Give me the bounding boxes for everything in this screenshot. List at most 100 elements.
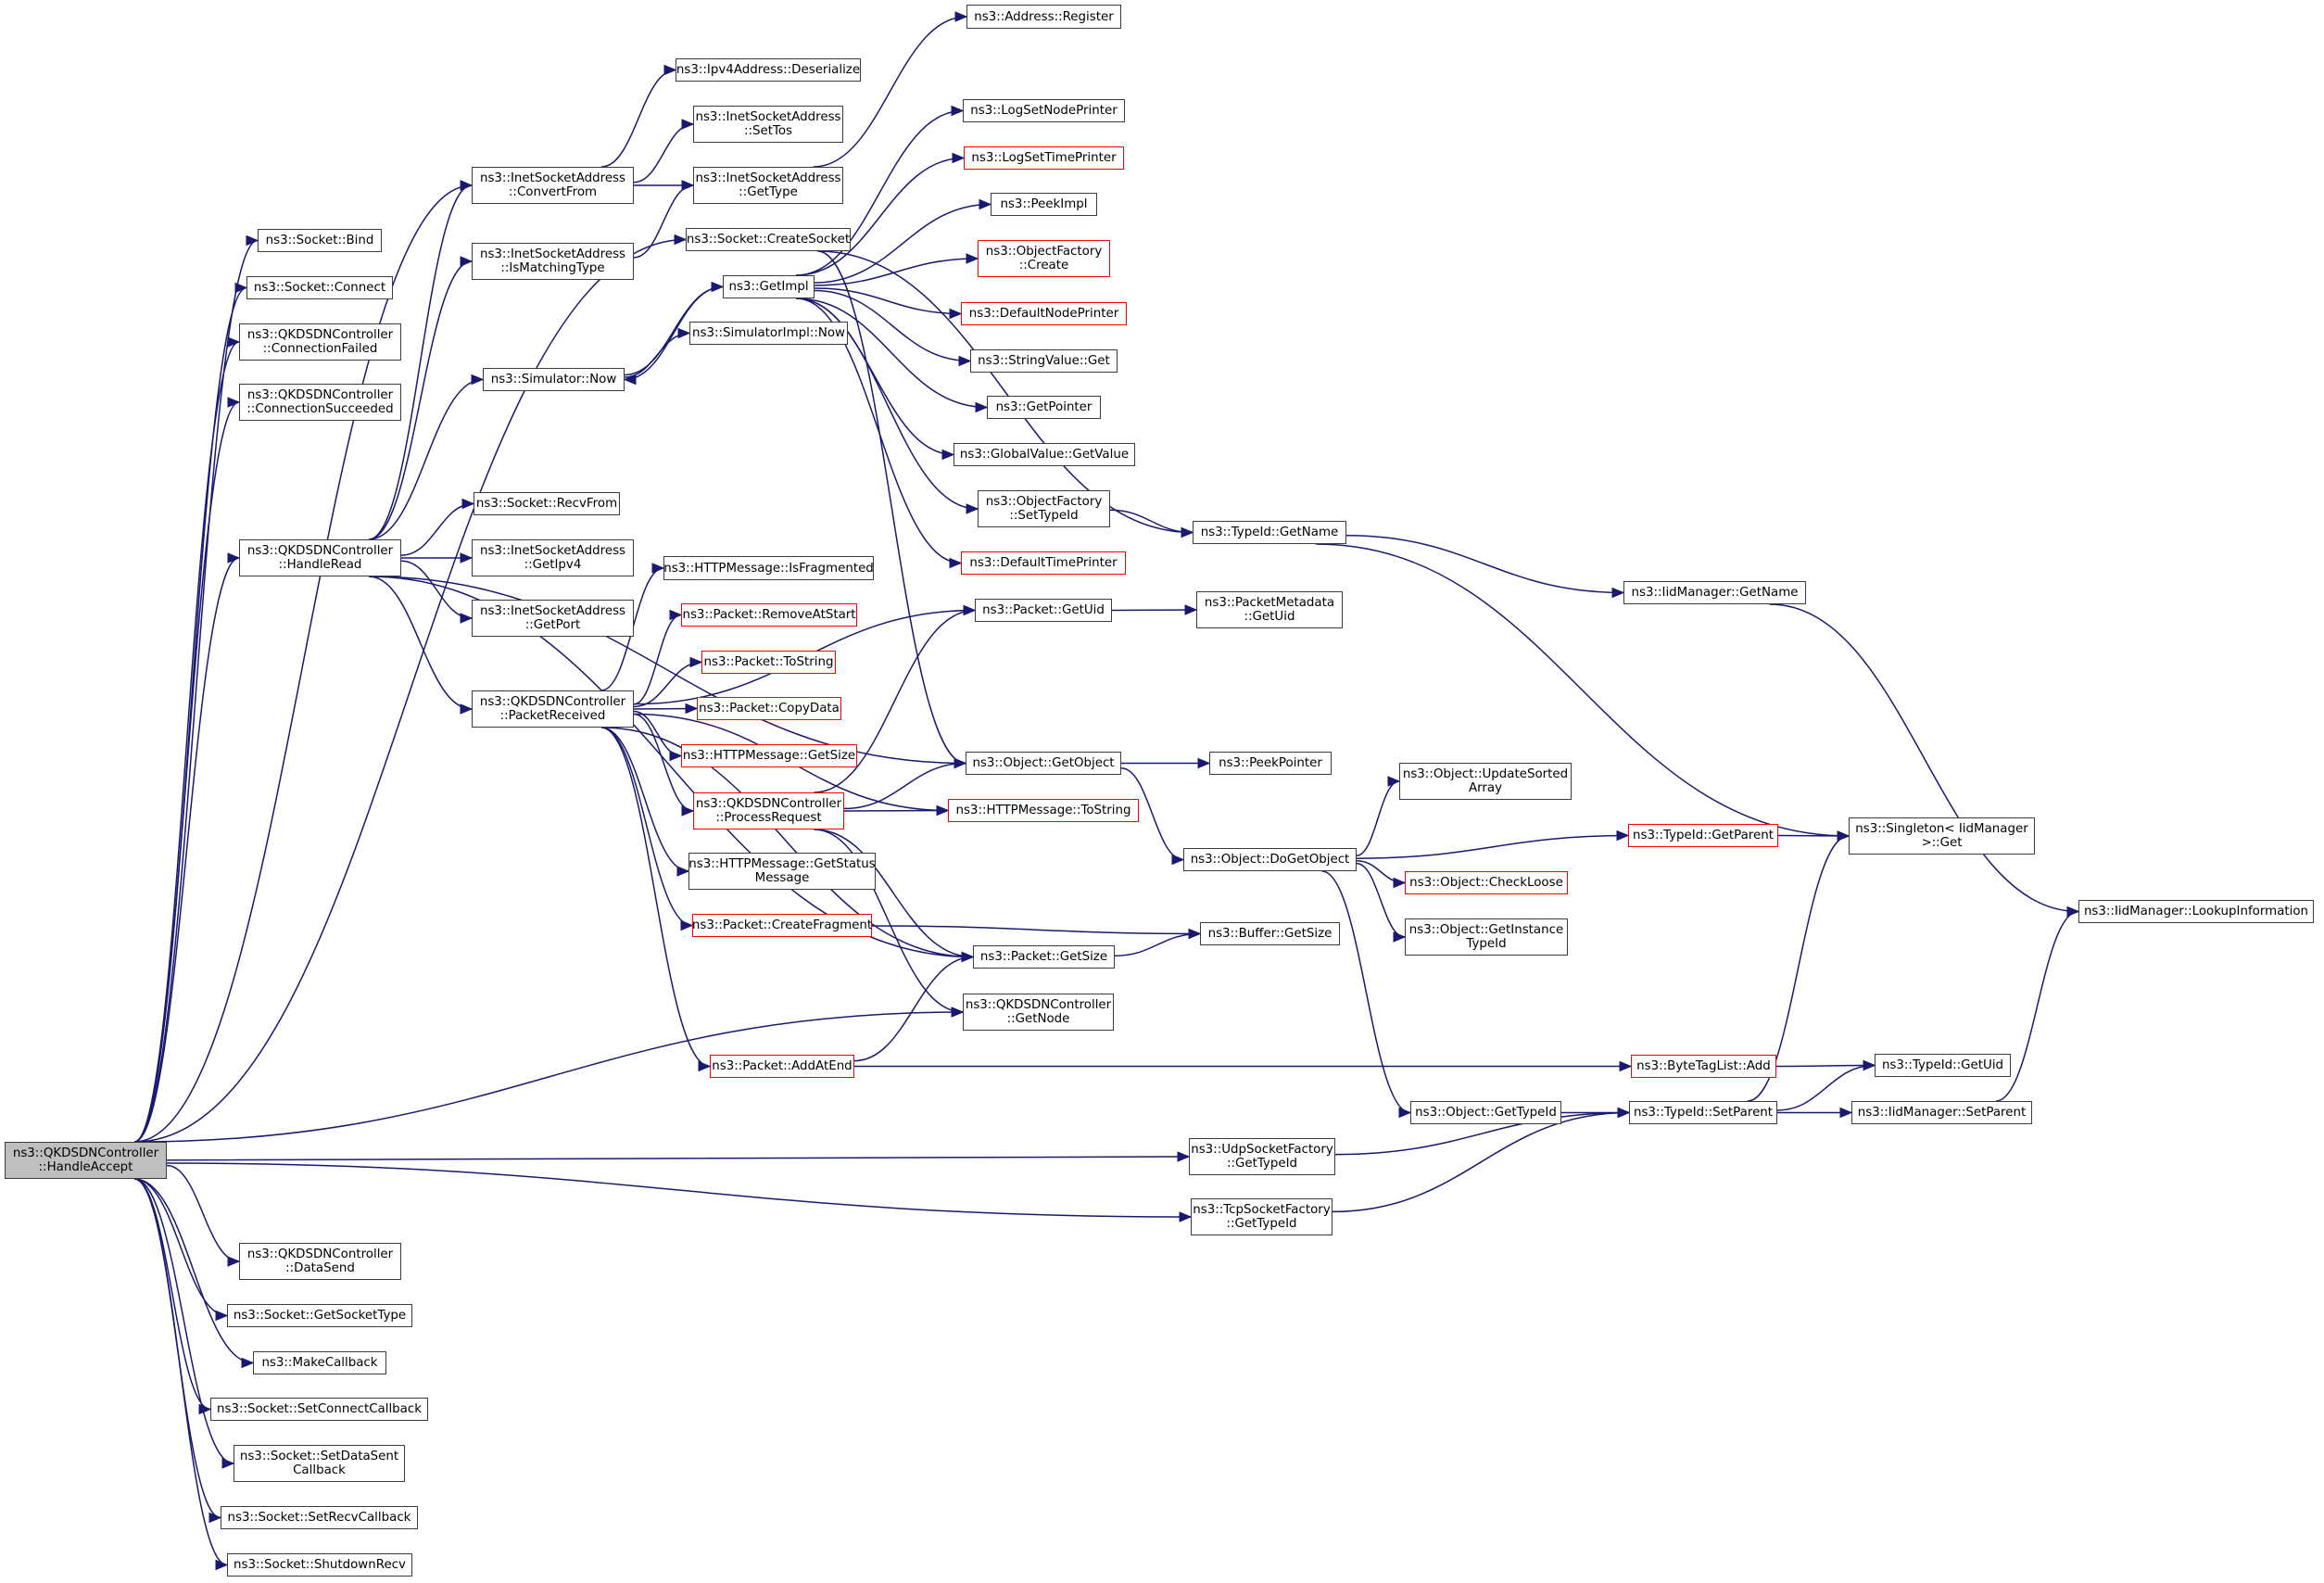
call-edge-handleaccept-to-convertfrom xyxy=(133,184,473,1143)
node-getport[interactable]: ns3::InetSocketAddress::GetPort xyxy=(472,600,634,637)
node-label: ns3::TypeId::SetParent xyxy=(1633,1106,1774,1120)
node-pktgetsize[interactable]: ns3::Packet::GetSize xyxy=(973,945,1115,969)
arrowhead-icon xyxy=(963,604,977,616)
node-checkloose[interactable]: ns3::Object::CheckLoose xyxy=(1405,871,1568,894)
node-label: TypeId xyxy=(1466,937,1507,951)
node-getparent[interactable]: ns3::TypeId::GetParent xyxy=(1628,824,1778,847)
node-gettype[interactable]: ns3::InetSocketAddress::GetType xyxy=(693,167,843,204)
node-udpgettypeid[interactable]: ns3::UdpSocketFactory::GetTypeId xyxy=(1189,1138,1335,1175)
node-label: ns3::Object::GetInstance xyxy=(1408,923,1564,937)
call-edge-getimpl-to-ofcreate xyxy=(814,258,979,286)
node-label: ns3::GetImpl xyxy=(728,280,809,294)
node-defaultnodeprinter[interactable]: ns3::DefaultNodePrinter xyxy=(961,302,1127,325)
node-simnow[interactable]: ns3::Simulator::Now xyxy=(483,368,625,391)
call-edge-getimpl-to-logsetnodeprinter xyxy=(796,109,964,276)
node-recvfrom[interactable]: ns3::Socket::RecvFrom xyxy=(474,492,620,515)
node-singletonget[interactable]: ns3::Singleton< IidManager>::Get xyxy=(1849,817,2035,855)
node-getnode[interactable]: ns3::QKDSDNController::GetNode xyxy=(963,994,1114,1031)
node-logsetnodeprinter[interactable]: ns3::LogSetNodePrinter xyxy=(963,99,1125,122)
node-label: ns3::IidManager::LookupInformation xyxy=(2083,905,2309,918)
node-deserialize[interactable]: ns3::Ipv4Address::Deserialize xyxy=(676,58,861,82)
call-edge-handleaccept-to-connect xyxy=(133,286,247,1143)
node-iidsetparent[interactable]: ns3::IidManager::SetParent xyxy=(1851,1101,2032,1124)
node-pkttostring[interactable]: ns3::Packet::ToString xyxy=(701,651,836,674)
node-convertfrom[interactable]: ns3::InetSocketAddress::ConvertFrom xyxy=(472,167,634,204)
node-httpgetsize[interactable]: ns3::HTTPMessage::GetSize xyxy=(681,744,857,767)
node-connsucceeded[interactable]: ns3::QKDSDNController::ConnectionSucceed… xyxy=(239,384,401,421)
node-bytetagadd[interactable]: ns3::ByteTagList::Add xyxy=(1631,1055,1776,1078)
node-getipv4[interactable]: ns3::InetSocketAddress::GetIpv4 xyxy=(472,539,634,576)
node-label: ns3::Packet::CreateFragment xyxy=(691,918,873,932)
node-setconnectcb[interactable]: ns3::Socket::SetConnectCallback xyxy=(210,1398,428,1421)
node-connfailed[interactable]: ns3::QKDSDNController::ConnectionFailed xyxy=(239,323,401,361)
node-label: ns3::HTTPMessage::GetSize xyxy=(682,749,856,763)
arrowhead-icon xyxy=(949,308,963,320)
node-isfragmented[interactable]: ns3::HTTPMessage::IsFragmented xyxy=(663,556,874,580)
call-edge-iidgetname-to-lookupinfo xyxy=(1769,603,2079,913)
node-ismatchingtype[interactable]: ns3::InetSocketAddress::IsMatchingType xyxy=(472,243,634,280)
node-buffergetsize[interactable]: ns3::Buffer::GetSize xyxy=(1200,922,1340,945)
node-getobject[interactable]: ns3::Object::GetObject xyxy=(966,752,1121,775)
node-typeidgetname[interactable]: ns3::TypeId::GetName xyxy=(1193,521,1346,544)
node-label: ns3::HTTPMessage::ToString xyxy=(955,804,1131,817)
node-pmgetuid[interactable]: ns3::PacketMetadata::GetUid xyxy=(1196,591,1343,628)
node-removeatstart[interactable]: ns3::Packet::RemoveAtStart xyxy=(681,603,857,627)
node-getimpl[interactable]: ns3::GetImpl xyxy=(723,275,815,298)
node-shutdownrecv[interactable]: ns3::Socket::ShutdownRecv xyxy=(227,1553,412,1577)
node-label: ns3::HTTPMessage::IsFragmented xyxy=(663,561,874,576)
node-label: ns3::DefaultNodePrinter xyxy=(968,307,1119,321)
node-label: ns3::QKDSDNController xyxy=(246,328,394,342)
node-label: Callback xyxy=(293,1463,346,1477)
node-connect[interactable]: ns3::Socket::Connect xyxy=(246,276,393,299)
node-label: ns3::InetSocketAddress xyxy=(695,110,841,124)
node-settos[interactable]: ns3::InetSocketAddress::SetTos xyxy=(693,106,843,143)
node-peekpointer[interactable]: ns3::PeekPointer xyxy=(1209,752,1332,775)
arrowhead-icon xyxy=(952,152,966,164)
node-iidgetname[interactable]: ns3::IidManager::GetName xyxy=(1623,581,1806,604)
node-handleread[interactable]: ns3::QKDSDNController::HandleRead xyxy=(239,539,401,576)
node-copydata[interactable]: ns3::Packet::CopyData xyxy=(697,697,841,720)
node-ofsettypeid[interactable]: ns3::ObjectFactory::SetTypeId xyxy=(978,490,1110,527)
node-simimplnow[interactable]: ns3::SimulatorImpl::Now xyxy=(689,322,848,345)
node-globalvalue[interactable]: ns3::GlobalValue::GetValue xyxy=(954,443,1135,466)
call-edge-tcpgettypeid-to-setparent xyxy=(1332,1111,1630,1213)
node-getsockettype[interactable]: ns3::Socket::GetSocketType xyxy=(227,1304,412,1327)
call-edge-getimpl-to-logsettimeprinter xyxy=(796,157,965,276)
node-objgettypeid[interactable]: ns3::Object::GetTypeId xyxy=(1410,1101,1561,1124)
arrowhead-icon xyxy=(681,119,695,130)
node-createsocket[interactable]: ns3::Socket::CreateSocket xyxy=(686,228,851,251)
node-stringvalueget[interactable]: ns3::StringValue::Get xyxy=(970,349,1118,373)
node-ofcreate[interactable]: ns3::ObjectFactory::Create xyxy=(978,240,1110,277)
node-httptostring[interactable]: ns3::HTTPMessage::ToString xyxy=(948,799,1139,822)
node-getpointer[interactable]: ns3::GetPointer xyxy=(987,396,1101,419)
node-label: Array xyxy=(1468,781,1503,795)
node-peekimpl[interactable]: ns3::PeekImpl xyxy=(991,193,1097,216)
arrowhead-icon xyxy=(1387,776,1401,787)
node-addatend[interactable]: ns3::Packet::AddAtEnd xyxy=(710,1055,854,1078)
node-lookupinfo[interactable]: ns3::IidManager::LookupInformation xyxy=(2078,900,2314,923)
call-edge-handleaccept-to-shutdownrecv xyxy=(133,1178,228,1566)
node-addrregister[interactable]: ns3::Address::Register xyxy=(966,5,1121,29)
node-typeidgetuid[interactable]: ns3::TypeId::GetUid xyxy=(1875,1054,2011,1077)
node-processrequest[interactable]: ns3::QKDSDNController::ProcessRequest xyxy=(693,792,844,829)
node-datasend[interactable]: ns3::QKDSDNController::DataSend xyxy=(239,1243,401,1280)
node-createfragment[interactable]: ns3::Packet::CreateFragment xyxy=(692,914,872,937)
node-dogetobject[interactable]: ns3::Object::DoGetObject xyxy=(1183,848,1357,871)
node-setrecvcb[interactable]: ns3::Socket::SetRecvCallback xyxy=(221,1506,418,1529)
node-bind[interactable]: ns3::Socket::Bind xyxy=(258,229,382,252)
node-defaulttimeprinter[interactable]: ns3::DefaultTimePrinter xyxy=(961,551,1126,575)
node-setparent[interactable]: ns3::TypeId::SetParent xyxy=(1629,1101,1777,1124)
node-tcpgettypeid[interactable]: ns3::TcpSocketFactory::GetTypeId xyxy=(1191,1198,1333,1235)
node-pktgetuid[interactable]: ns3::Packet::GetUid xyxy=(975,599,1112,622)
node-label: ns3::GetPointer xyxy=(995,400,1093,414)
node-logsettimeprinter[interactable]: ns3::LogSetTimePrinter xyxy=(964,146,1124,170)
node-packetreceived[interactable]: ns3::QKDSDNController::PacketReceived xyxy=(472,690,634,728)
node-makecallback[interactable]: ns3::MakeCallback xyxy=(253,1351,386,1374)
node-label: ::GetIpv4 xyxy=(524,558,582,572)
node-label: ns3::Simulator::Now xyxy=(490,373,617,386)
arrowhead-icon xyxy=(1619,1060,1633,1072)
